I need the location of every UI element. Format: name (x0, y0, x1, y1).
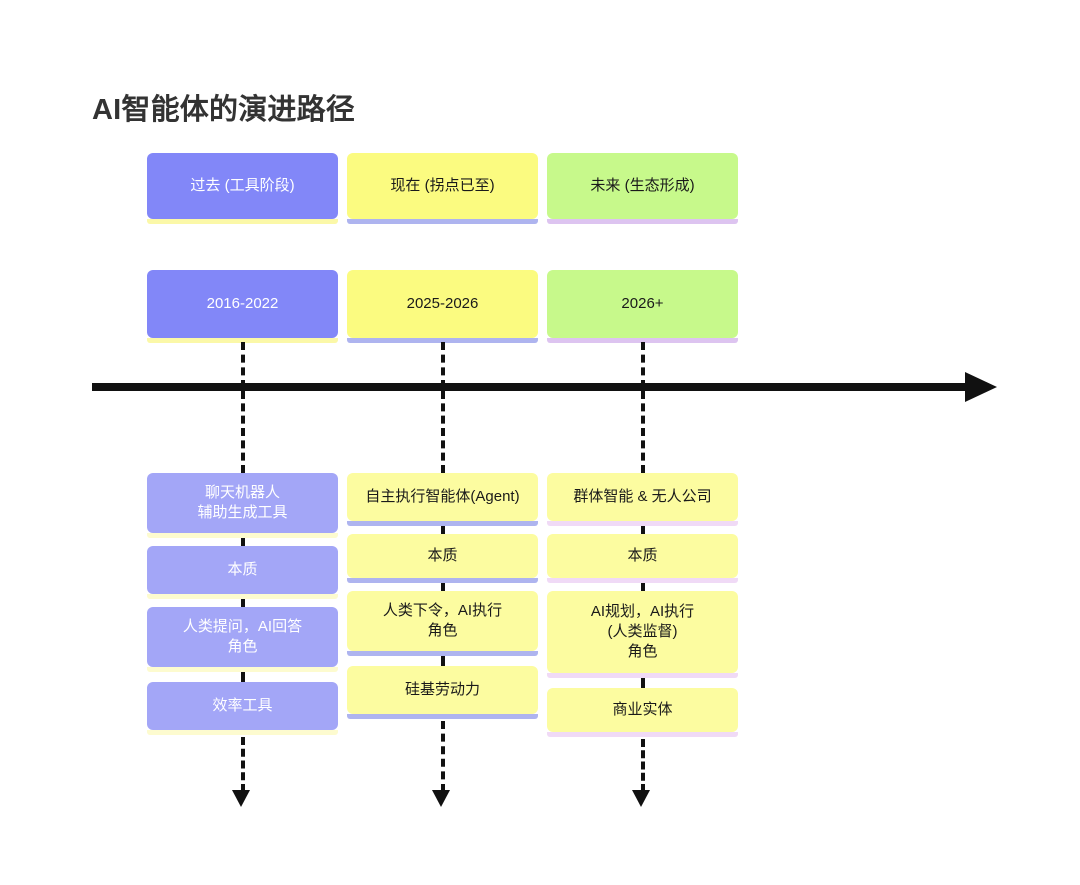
future-item-0[interactable]: 群体智能 & 无人公司 (547, 473, 738, 526)
past-connector-2-3 (241, 672, 245, 682)
phase-header-past[interactable]: 过去 (工具阶段) (147, 153, 338, 224)
future-connector-1-2 (641, 583, 645, 591)
phase-period-present[interactable]: 2025-2026 (347, 270, 538, 343)
phase-period-past[interactable]: 2016-2022 (147, 270, 338, 343)
phase-header-future[interactable]: 未来 (生态形成) (547, 153, 738, 224)
phase-period-present-label: 2025-2026 (406, 295, 479, 313)
present-item-3[interactable]: 硅基劳动力 (347, 666, 538, 719)
connector-past-to-axis (241, 342, 245, 388)
present-tail-connector (441, 721, 445, 792)
past-item-2[interactable]: 人类提问，AI回答 角色 (147, 607, 338, 672)
present-connector-2-3 (441, 656, 445, 666)
timeline-axis-line (92, 383, 977, 391)
past-connector-1-2 (241, 599, 245, 607)
future-item-1[interactable]: 本质 (547, 534, 738, 583)
future-down-arrow-icon (632, 790, 650, 807)
past-item-0[interactable]: 聊天机器人 辅助生成工具 (147, 473, 338, 538)
connector-axis-to-present-items (441, 391, 445, 473)
present-item-0[interactable]: 自主执行智能体(Agent) (347, 473, 538, 526)
phase-period-future-label: 2026+ (621, 295, 664, 313)
future-item-3[interactable]: 商业实体 (547, 688, 738, 737)
connector-axis-to-future-items (641, 391, 645, 473)
present-item-1-label: 本质 (427, 547, 458, 565)
future-item-3-label: 商业实体 (612, 701, 673, 719)
future-connector-2-3 (641, 678, 645, 688)
past-item-0-label: 聊天机器人 辅助生成工具 (197, 484, 288, 521)
present-item-2-label: 人类下令，AI执行 角色 (382, 602, 503, 639)
phase-period-future[interactable]: 2026+ (547, 270, 738, 343)
present-connector-1-2 (441, 583, 445, 591)
timeline-arrow-icon (965, 372, 997, 402)
present-down-arrow-icon (432, 790, 450, 807)
present-connector-0-1 (441, 526, 445, 534)
past-item-3-label: 效率工具 (212, 697, 273, 715)
future-item-0-label: 群体智能 & 无人公司 (573, 488, 712, 506)
page-title: AI智能体的演进路径 (92, 94, 356, 126)
phase-period-past-label: 2016-2022 (206, 295, 279, 313)
past-connector-0-1 (241, 538, 245, 546)
connector-axis-to-past-items (241, 391, 245, 473)
past-down-arrow-icon (232, 790, 250, 807)
phase-header-future-label: 未来 (生态形成) (590, 177, 695, 195)
future-connector-0-1 (641, 526, 645, 534)
phase-header-present[interactable]: 现在 (拐点已至) (347, 153, 538, 224)
present-item-0-label: 自主执行智能体(Agent) (365, 488, 520, 506)
connector-future-to-axis (641, 342, 645, 388)
phase-header-past-label: 过去 (工具阶段) (190, 177, 295, 195)
future-item-2[interactable]: AI规划，AI执行 (人类监督) 角色 (547, 591, 738, 678)
present-item-1[interactable]: 本质 (347, 534, 538, 583)
past-item-1[interactable]: 本质 (147, 546, 338, 599)
future-tail-connector (641, 739, 645, 792)
past-item-2-label: 人类提问，AI回答 角色 (182, 618, 303, 655)
connector-present-to-axis (441, 342, 445, 388)
future-item-2-label: AI规划，AI执行 (人类监督) 角色 (590, 603, 695, 660)
present-item-2[interactable]: 人类下令，AI执行 角色 (347, 591, 538, 656)
present-item-3-label: 硅基劳动力 (404, 681, 480, 699)
future-item-1-label: 本质 (627, 547, 658, 565)
past-tail-connector (241, 737, 245, 792)
past-item-1-label: 本质 (227, 561, 258, 579)
phase-header-present-label: 现在 (拐点已至) (390, 177, 495, 195)
past-item-3[interactable]: 效率工具 (147, 682, 338, 735)
